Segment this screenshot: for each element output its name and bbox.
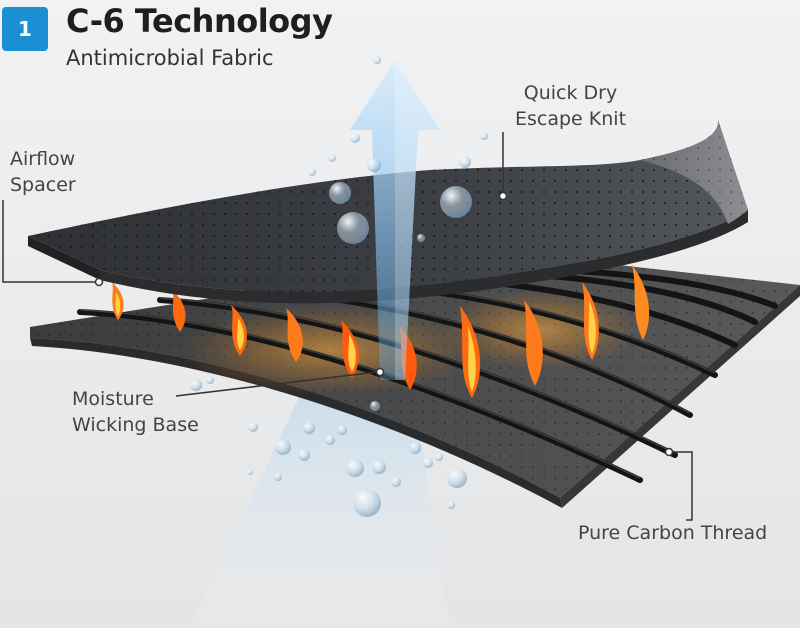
airflow-label-line1: Airflow: [10, 148, 76, 170]
step-badge: 1: [2, 7, 48, 51]
page-title: C-6 Technology: [66, 2, 333, 40]
airflow-label-line2: Spacer: [10, 174, 76, 196]
quick-dry-label-line1: Quick Dry: [523, 82, 618, 104]
carbon-thread-label: Pure Carbon Thread: [578, 522, 768, 544]
airflow-label: Airflow Spacer: [10, 146, 76, 198]
carbon-thread: [557, 267, 778, 309]
moisture-leader: [175, 371, 378, 397]
quick-dry-label: Quick Dry Escape Knit: [515, 80, 626, 132]
airflow-leader: [2, 200, 96, 283]
carbon-leader: [669, 451, 693, 521]
flame-icon: [172, 290, 186, 332]
heat-flames: [112, 265, 650, 398]
moisture-label: Moisture Wicking Base: [72, 386, 199, 438]
airflow-arrow: [350, 60, 440, 380]
moisture-label-line1: Moisture: [72, 388, 154, 410]
flame-icon: [286, 308, 303, 362]
flame-icon: [632, 265, 650, 340]
quick-dry-label-line2: Escape Knit: [515, 108, 627, 130]
callout-lines: [2, 132, 693, 521]
page-subtitle: Antimicrobial Fabric: [66, 46, 274, 70]
moisture-bubbles: [190, 56, 488, 517]
flame-icon: [524, 300, 543, 386]
moisture-label-line2: Wicking Base: [72, 414, 199, 436]
